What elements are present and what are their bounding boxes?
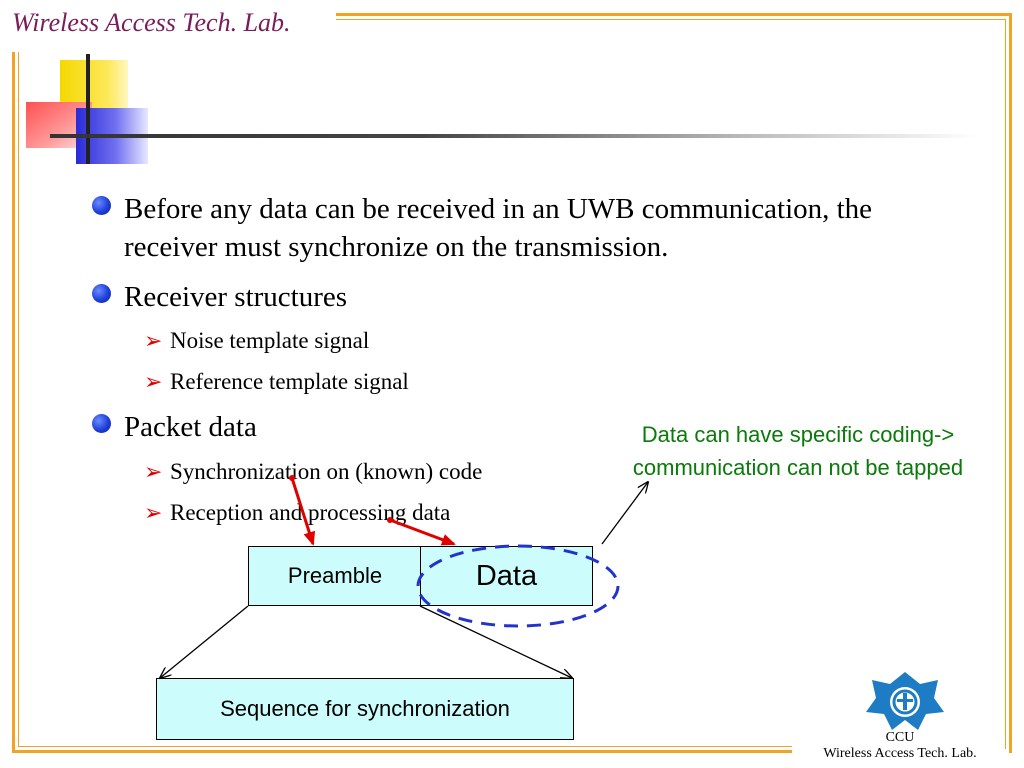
frame-bottom-line: [12, 750, 792, 753]
bullet-item-1: Before any data can be received in an UW…: [92, 190, 972, 266]
vertical-rule-decoration: [86, 54, 90, 164]
data-highlight-ellipse: [416, 544, 620, 628]
footer: CCU Wireless Access Tech. Lab.: [800, 730, 1000, 762]
sub-bullet-text: Synchronization on (known) code: [170, 459, 483, 484]
data-pointer-arrow: [389, 518, 456, 546]
callout-note: Data can have specific coding-> communic…: [578, 418, 1018, 484]
bullet-text: Packet data: [124, 411, 257, 443]
sub-bullet-text: Reference template signal: [170, 369, 409, 394]
frame-top-line-inner: [336, 19, 1006, 20]
preamble-label: Preamble: [287, 563, 383, 588]
preamble-to-sequence-right-line: [419, 605, 572, 678]
preamble-box: Preamble: [248, 546, 422, 606]
preamble-to-sequence-left-line: [160, 605, 249, 678]
bullet-item-2: Receiver structures: [92, 278, 347, 316]
blue-dot-icon: [92, 414, 111, 433]
callout-pointer-line: [601, 482, 648, 545]
blue-dot-icon: [92, 196, 111, 215]
bullet-item-3: Packet data: [92, 408, 257, 446]
callout-line-1: Data can have specific coding->: [641, 422, 955, 447]
red-arrowhead-icon: ➢: [144, 459, 163, 484]
ccu-emblem-icon: [866, 672, 944, 730]
callout-line-2: communication can not be tapped: [632, 455, 964, 480]
frame-right-line: [1009, 13, 1012, 753]
slide-header-title: Wireless Access Tech. Lab.: [10, 8, 295, 38]
frame-left-line: [12, 52, 15, 753]
sub-bullet-item: ➢ Noise template signal: [144, 326, 369, 356]
frame-bottom-line-inner: [18, 746, 792, 747]
frame-top-line: [336, 13, 1012, 16]
sub-bullet-item: ➢ Reception and processing data: [144, 498, 450, 528]
sequence-label: Sequence for synchronization: [220, 696, 510, 721]
red-arrowhead-icon: ➢: [144, 328, 163, 353]
red-arrowhead-icon: ➢: [144, 369, 163, 394]
footer-line-1: CCU: [885, 730, 915, 745]
data-label: Data: [475, 559, 538, 592]
sync-pointer-arrow: [290, 477, 316, 546]
sub-bullet-item: ➢ Synchronization on (known) code: [144, 457, 482, 487]
bullet-text: Receiver structures: [124, 281, 348, 313]
footer-line-2: Wireless Access Tech. Lab.: [823, 746, 977, 761]
data-box: Data: [420, 546, 593, 606]
sub-bullet-item: ➢ Reference template signal: [144, 367, 409, 397]
frame-left-line-inner: [18, 52, 19, 747]
data-pointer-origin: [387, 517, 393, 523]
sync-pointer-origin: [289, 475, 295, 481]
frame-right-line-inner: [1005, 19, 1006, 749]
sequence-box: Sequence for synchronization: [156, 678, 574, 740]
horizontal-rule-decoration: [50, 134, 980, 138]
red-arrowhead-icon: ➢: [144, 500, 163, 525]
blue-dot-icon: [92, 284, 111, 303]
sub-bullet-text: Noise template signal: [170, 328, 370, 353]
sub-bullet-text: Reception and processing data: [170, 500, 451, 525]
bullet-text: Before any data can be received in an UW…: [124, 193, 873, 263]
